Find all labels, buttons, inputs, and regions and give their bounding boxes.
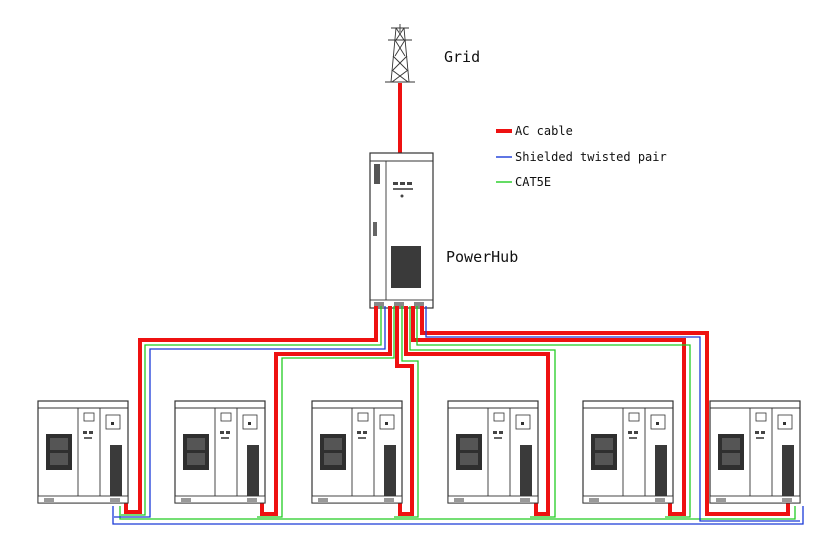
charger-6 [709,400,801,504]
charger-vent [247,445,259,497]
ac-cable-charger-2 [260,306,392,516]
cat5e-cable-charger-1 [121,306,382,516]
powerhub-label: PowerHub [446,248,518,266]
charger-vent [110,445,122,497]
powerhub-cabinet [369,152,434,309]
charger-vent [520,445,532,497]
stp-bottom-chain [112,506,804,525]
charger-3 [311,400,403,504]
ac-cable-charger-6 [420,306,790,516]
charger-1 [37,400,129,504]
stp-cable-charger-1 [114,306,386,518]
grid-label: Grid [444,48,480,66]
charger-2 [174,400,266,504]
ac-cable-charger-4 [404,306,550,516]
cable-runs [112,306,804,525]
charger-vent [655,445,667,497]
charger-vent [782,445,794,497]
ac-cable-charger-1 [124,306,378,514]
charger-4 [447,400,539,504]
ac-cable-charger-3 [395,306,414,516]
ac-cable-charger-5 [411,306,686,516]
legend: AC cable Shielded twisted pair CAT5E [496,124,667,189]
cat5e-cable-charger-4 [409,306,556,518]
legend-label-ac: AC cable [515,124,573,138]
legend-label-cat5e: CAT5E [515,175,551,189]
cat5e-cable-charger-2 [257,306,395,518]
cat5e-bottom-chain [119,506,796,520]
cat5e-cable-charger-3 [394,306,419,518]
legend-label-stp: Shielded twisted pair [515,150,667,164]
stp-cable-charger-6 [425,306,800,522]
hub-vent-grille [391,246,421,288]
charger-group [37,400,801,504]
cat5e-cable-charger-5 [416,306,691,518]
charger-5 [582,400,674,504]
charger-vent [384,445,396,497]
grid-tower-icon [385,24,415,83]
